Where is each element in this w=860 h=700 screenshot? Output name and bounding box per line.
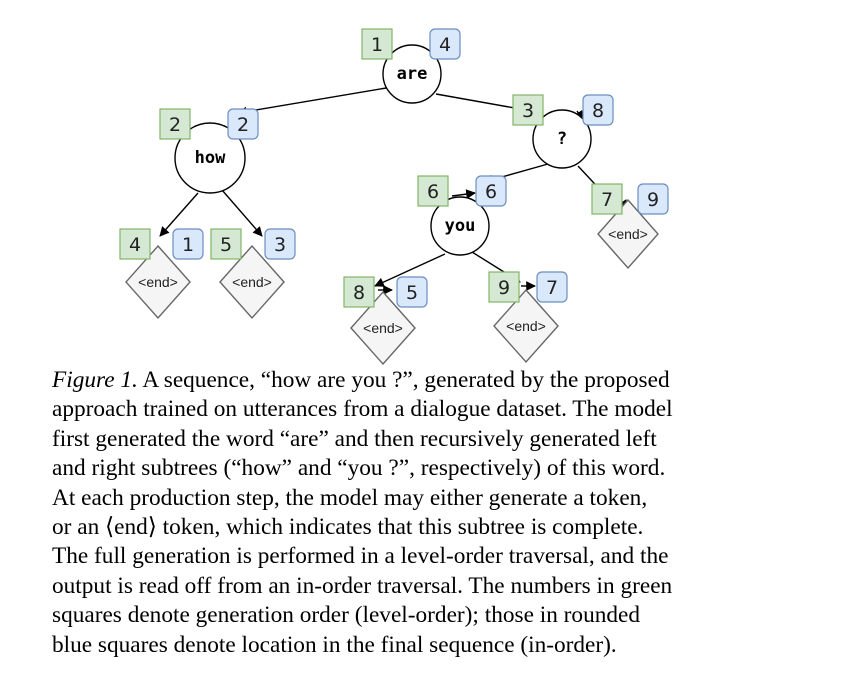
gen-order-box: 2 — [159, 108, 191, 140]
caption-line: blue squares denote location in the fina… — [52, 631, 617, 658]
caption-line: Figure 1. A sequence, “how are you ?”, g… — [52, 366, 752, 395]
svg-text:6: 6 — [427, 181, 439, 203]
svg-text:7: 7 — [546, 277, 558, 299]
node-word: you — [445, 216, 476, 236]
gen-order-box: 7 — [591, 183, 623, 215]
caption-line: or an ⟨end⟩ token, which indicates that … — [52, 514, 644, 541]
tick-you — [451, 189, 476, 199]
svg-text:3: 3 — [274, 234, 286, 256]
caption-line: squares denote generation order (level-o… — [52, 602, 641, 629]
caption-line: and right subtrees (“how” and “you ?”, r… — [52, 455, 666, 482]
edge-you-left — [374, 253, 446, 287]
position-box: 6 — [475, 175, 507, 207]
svg-text:4: 4 — [439, 34, 451, 56]
caption-label: Figure 1. — [52, 367, 138, 393]
edge-how-right — [221, 189, 263, 237]
node-circle — [430, 196, 490, 256]
node-circle — [532, 109, 592, 169]
end-diamond-shape — [597, 198, 659, 270]
gen-order-box: 8 — [343, 276, 375, 308]
caption-line: The full generation is performed in a le… — [52, 543, 669, 570]
node-word: how — [195, 148, 226, 168]
svg-text:8: 8 — [592, 100, 604, 122]
node-word: are — [397, 64, 428, 84]
node-circle — [174, 122, 246, 194]
caption-line: approach trained on utterances from a di… — [52, 396, 673, 423]
node-circle — [382, 44, 442, 104]
gen-order-box: 6 — [417, 175, 449, 207]
caption-text: A sequence, “how are you ?”, generated b… — [142, 367, 670, 393]
edge-how-left — [159, 192, 199, 237]
svg-text:1: 1 — [182, 234, 194, 256]
position-box: 7 — [536, 271, 568, 303]
svg-text:9: 9 — [498, 277, 510, 299]
end-token-label: <end> — [506, 318, 546, 334]
caption-line: first generated the word “are” and then … — [52, 425, 657, 452]
word-node-are: are — [382, 44, 442, 104]
caption-line: At each production step, the model may e… — [52, 484, 648, 511]
node-word: ? — [557, 129, 567, 149]
gen-order-box: 5 — [210, 228, 242, 260]
gen-order-box: 3 — [512, 94, 544, 126]
position-box: 9 — [637, 183, 669, 215]
svg-text:1: 1 — [371, 34, 383, 56]
end-leaf: <end> — [219, 244, 285, 320]
position-box: 3 — [264, 228, 296, 260]
svg-text:5: 5 — [220, 234, 232, 256]
svg-text:7: 7 — [601, 189, 613, 211]
word-node-how: how — [174, 122, 246, 194]
end-token-label: <end> — [232, 274, 272, 290]
end-leaf: <end> — [350, 290, 416, 365]
word-node-you: you — [430, 196, 490, 256]
position-box: 1 — [172, 228, 204, 260]
position-box: 5 — [396, 276, 428, 308]
figure-caption: Figure 1. A sequence, “how are you ?”, g… — [52, 366, 752, 660]
svg-text:2: 2 — [237, 114, 249, 136]
gen-order-box: 4 — [119, 228, 151, 260]
svg-text:8: 8 — [353, 282, 365, 304]
end-diamond-shape — [493, 288, 559, 364]
edge-are-how — [237, 86, 393, 117]
end-token-label: <end> — [363, 320, 403, 336]
position-box: 8 — [582, 94, 614, 126]
gen-order-box: 9 — [488, 271, 520, 303]
position-box: 2 — [227, 108, 259, 140]
tree-diagram: <end> <end> <end> <end> <end> are how — [119, 28, 669, 365]
end-leaf: <end> — [125, 244, 191, 320]
position-box: 4 — [429, 28, 461, 60]
svg-text:6: 6 — [485, 181, 497, 203]
word-node-q: ? — [532, 109, 592, 169]
caption-line: output is read off from an in-order trav… — [52, 572, 673, 599]
svg-text:2: 2 — [169, 114, 181, 136]
end-token-label: <end> — [138, 274, 178, 290]
gen-order-box: 1 — [361, 28, 393, 60]
svg-text:5: 5 — [406, 282, 418, 304]
end-leaf: <end> — [597, 198, 659, 270]
end-token-label: <end> — [608, 226, 648, 242]
end-diamond-shape — [350, 290, 416, 365]
end-leaf: <end> — [493, 288, 559, 364]
end-diamond-shape — [125, 244, 191, 320]
end-diamond-shape — [219, 244, 285, 320]
svg-text:9: 9 — [647, 189, 659, 211]
svg-text:4: 4 — [129, 234, 141, 256]
svg-text:3: 3 — [522, 100, 534, 122]
